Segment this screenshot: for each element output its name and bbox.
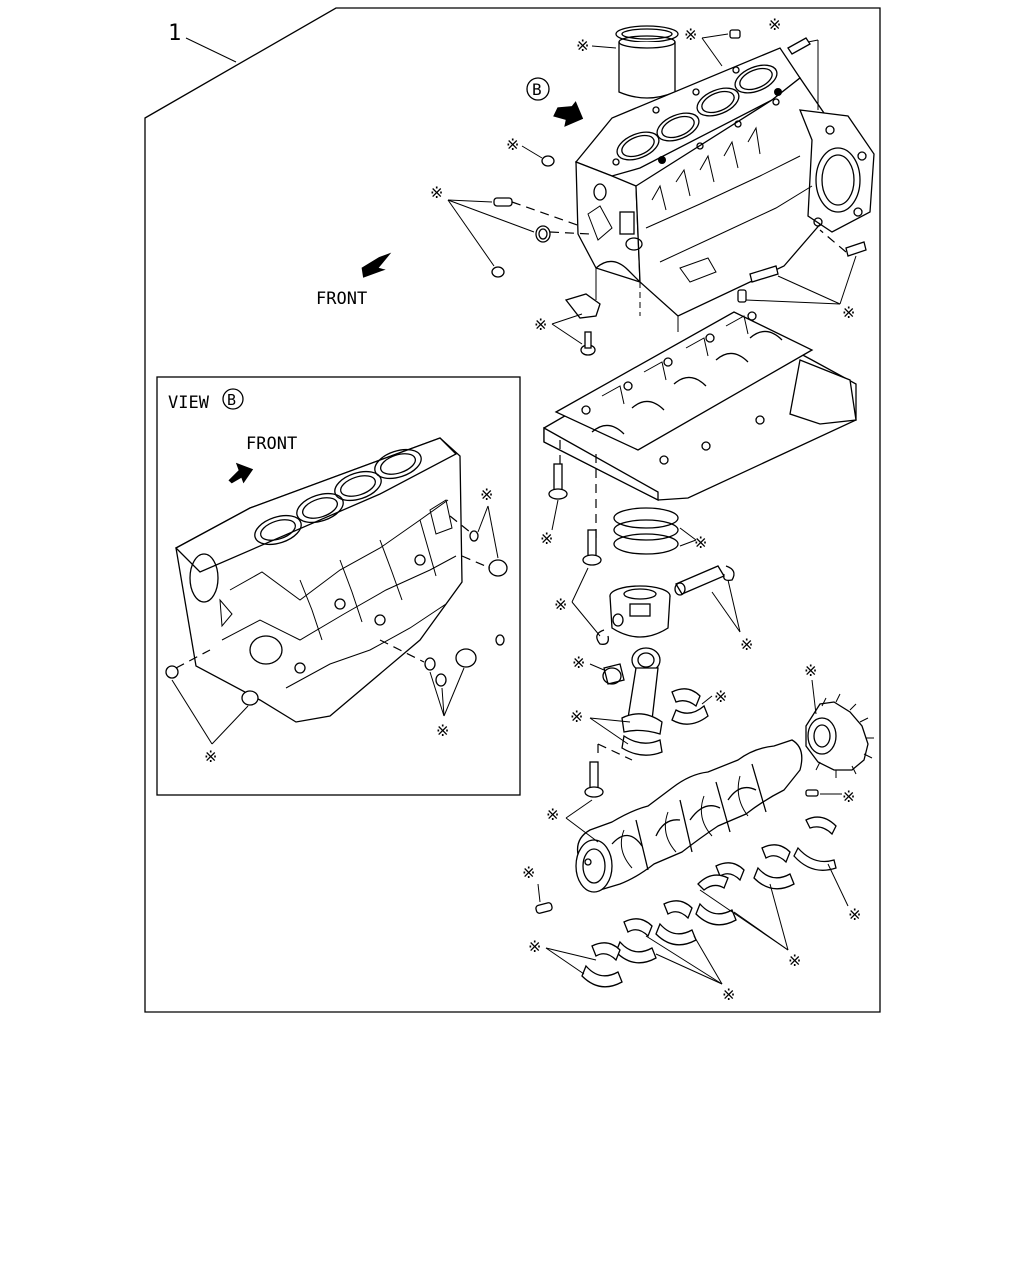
view-letter: B [227, 391, 236, 409]
main-bearing-shells: ※ ※ ※ [528, 844, 801, 1004]
svg-text:B: B [532, 80, 542, 99]
front-label-main: FRONT [316, 289, 367, 309]
kit-mark-icon: ※ [540, 529, 553, 548]
crankshaft-gear: ※ ※ [804, 661, 874, 806]
connecting-rod: ※ ※ ※ [570, 647, 727, 761]
kit-mark-icon: ※ [430, 183, 443, 202]
kit-mark-icon: ※ [804, 661, 817, 680]
piston: ※ ※ [554, 565, 753, 654]
view-b-arrow-icon [553, 101, 584, 127]
view-b-callout-icon: B [526, 77, 584, 127]
kit-mark-icon: ※ [554, 595, 567, 614]
view-label: VIEW [168, 393, 210, 413]
kit-mark-icon: ※ [534, 315, 547, 334]
kit-mark-icon: ※ [572, 653, 585, 672]
kit-mark-icon: ※ [436, 721, 449, 740]
kit-mark-icon: ※ [522, 863, 535, 882]
kit-mark-icon: ※ [684, 25, 697, 44]
kit-mark-icon: ※ [204, 747, 217, 766]
thrust-washers: ※ [793, 816, 861, 924]
piston-rings: ※ [613, 507, 707, 555]
front-direction-arrow-icon: FRONT [316, 252, 392, 309]
kit-mark-icon: ※ [788, 951, 801, 970]
kit-mark-icon: ※ [842, 303, 855, 322]
kit-mark-icon: ※ [570, 707, 583, 726]
kit-mark-icon: ※ [848, 905, 861, 924]
item-number-label: 1 [168, 21, 181, 46]
kit-mark-icon: ※ [694, 533, 707, 552]
kit-mark-icon: ※ [528, 937, 541, 956]
kit-mark-icon: ※ [722, 985, 735, 1004]
crankshaft: ※ ※ [522, 739, 803, 914]
kit-frame: 1 [144, 7, 881, 1013]
kit-mark-icon: ※ [546, 805, 559, 824]
view-b-panel: VIEW B FRONT ※ ※ [156, 376, 521, 796]
lower-crankcase [543, 311, 857, 540]
lower-bolts: ※ [540, 463, 602, 566]
kit-mark-icon: ※ [714, 687, 727, 706]
front-direction-arrow-icon [228, 462, 254, 484]
kit-mark-icon: ※ [842, 787, 855, 806]
kit-mark-icon: ※ [576, 36, 589, 55]
kit-mark-icon: ※ [768, 15, 781, 34]
kit-mark-icon: ※ [480, 485, 493, 504]
cylinder-liner: ※ [576, 25, 679, 99]
front-label-view: FRONT [246, 434, 297, 454]
upper-block-fasteners: ※ ※ ※ ※ ※ ※ [430, 15, 867, 356]
cylinder-block [574, 47, 875, 332]
kit-mark-icon: ※ [740, 635, 753, 654]
kit-mark-icon: ※ [506, 135, 519, 154]
